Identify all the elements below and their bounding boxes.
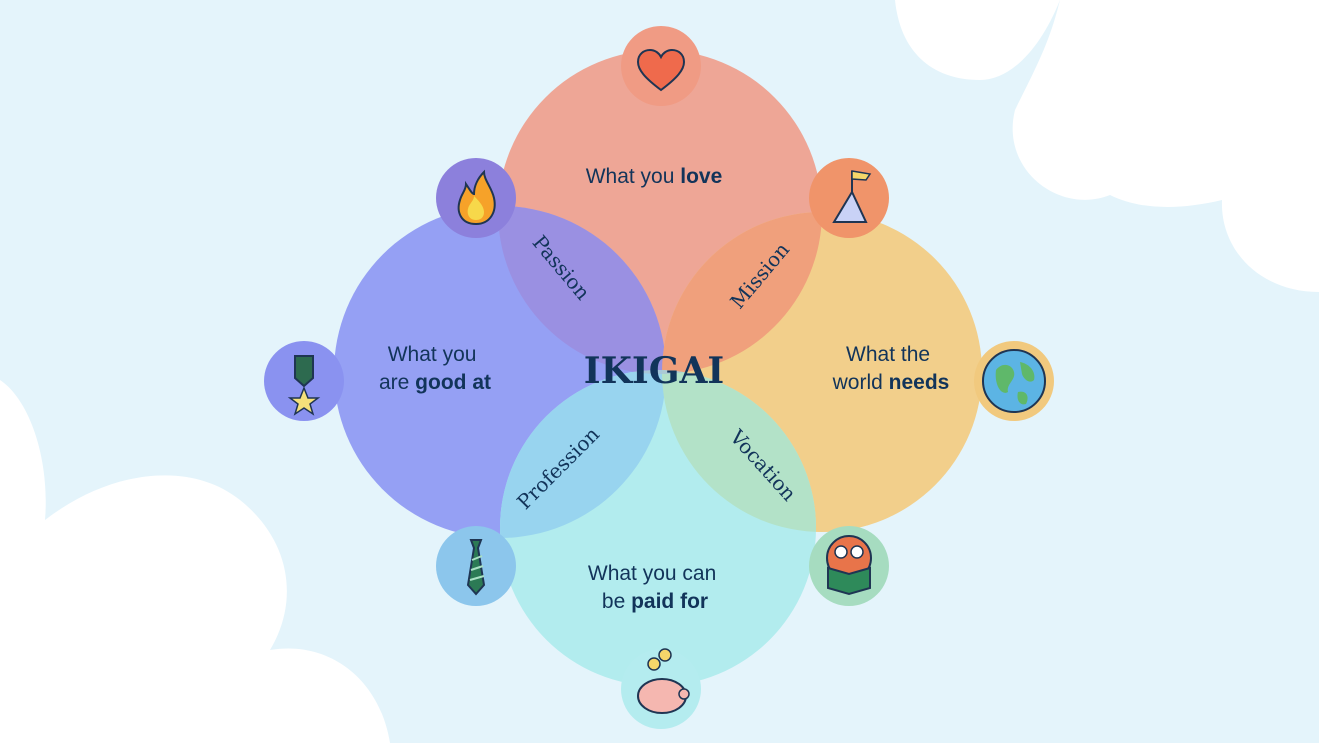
overlap-profession-region [500, 370, 666, 538]
label-paid-line2-bold: paid for [631, 590, 708, 613]
fire-icon [436, 158, 516, 238]
overlap-mission-region [662, 212, 822, 374]
label-needs-line1: What the [846, 343, 930, 366]
label-what-you-are-good-at: What you are good at [379, 343, 491, 394]
cloud-top-right [895, 0, 1319, 292]
label-what-the-world-needs: What the world needs [832, 343, 950, 394]
mountain-flag-icon [809, 158, 889, 238]
reading-owl-icon [809, 526, 889, 606]
label-good-line2-pre: are [379, 371, 415, 394]
label-what-you-can-be-paid-for: What you can be paid for [588, 562, 722, 613]
label-paid-line1: What you can [588, 562, 716, 585]
label-ikigai: IKIGAI [584, 350, 724, 392]
tie-icon [436, 526, 516, 606]
label-good-line1: What you [388, 343, 477, 366]
overlap-vocation-region [662, 370, 816, 532]
label-love-bold: love [680, 165, 722, 188]
piggy-bank-icon [621, 648, 701, 729]
label-needs-line2-bold: needs [889, 371, 950, 394]
label-good-line2-bold: good at [415, 371, 491, 394]
label-paid-line2-pre: be [602, 590, 631, 613]
medal-icon [264, 341, 344, 421]
label-love-pre: What you [586, 165, 681, 188]
heart-icon [621, 26, 701, 106]
label-needs-line2-pre: world [832, 371, 889, 394]
label-what-you-love: What you love [586, 165, 723, 188]
globe-icon [974, 341, 1054, 421]
cloud-bottom-left [0, 380, 390, 743]
